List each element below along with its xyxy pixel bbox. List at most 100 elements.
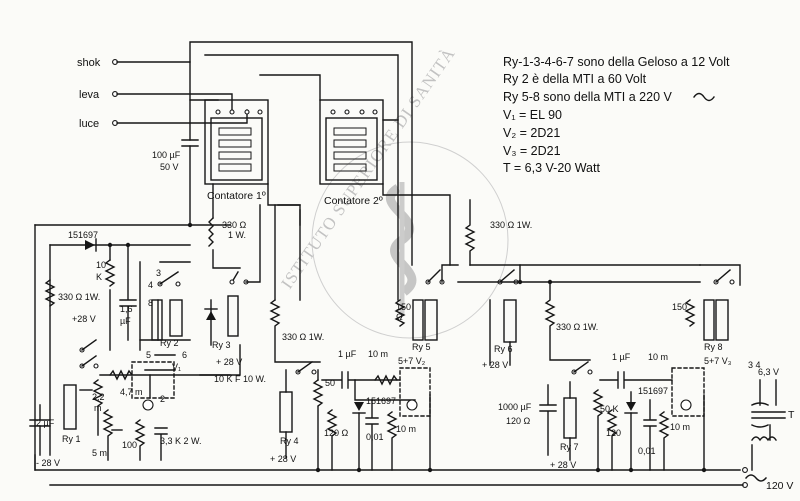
relay-ry6 [489, 269, 519, 366]
label-n8: 8 [148, 298, 153, 308]
label-r47: 4,7 m [120, 387, 143, 397]
label-r10m: 10 m [368, 349, 388, 359]
label-r33k: 3,3 K 2 W. [160, 436, 202, 446]
label-r120b: 120 Ω [506, 416, 531, 426]
counter-1-label: Contatore 1º [207, 190, 266, 202]
label-c1uf: 1 µF [338, 349, 357, 359]
label-c16: 1,6 [120, 304, 133, 314]
label-ry5: Ry 5 [412, 342, 431, 352]
label-ry8: Ry 8 [704, 342, 723, 352]
label-v1: V₁ [172, 362, 181, 372]
input-label-leva: leva [79, 89, 100, 101]
label-v50: 50 V [160, 162, 179, 172]
label-c1ufb: 1 µF [612, 352, 631, 362]
relay-ry2 [151, 271, 183, 341]
note-line-1: Ry-1-3-4-6-7 sono della Geloso a 12 Volt [503, 55, 730, 69]
label-c1000: 1000 µF [498, 402, 532, 412]
label-n28: - 28 V [36, 458, 60, 468]
label-v120: 120 V [766, 480, 793, 492]
label-r28v: +28 V [72, 314, 96, 324]
label-r120c: 120 [606, 428, 621, 438]
label-c001b: 0,01 [638, 446, 656, 456]
label-m: m [94, 403, 102, 413]
label-r10k: 10 [96, 260, 106, 270]
label-c100b: 100 [122, 440, 137, 450]
label-ry2: Ry 2 [160, 338, 179, 348]
ac-symbol [693, 92, 715, 102]
label-c001: 0,01 [366, 432, 384, 442]
input-labels: shok leva luce [77, 57, 101, 130]
relay-ry7 [563, 361, 593, 461]
label-r330-mid: 330 Ω 1W. [282, 332, 324, 342]
counter-1 [204, 99, 269, 185]
label-r50k: 50 [325, 378, 335, 388]
label-n57b: 5+7 V₃ [704, 356, 732, 366]
label-r10md: 10 m [670, 422, 690, 432]
watermark-seal: ISTITUTO SUPERIORE DI SANITÀ [277, 44, 509, 339]
label-r330-top: 330 Ω 1W. [490, 220, 532, 230]
label-r10kf: 10 K F 10 W. [214, 374, 266, 384]
relay-ry1 [63, 339, 99, 430]
label-t63: 6,3 V [758, 367, 779, 377]
label-cap100: 100 µF [152, 150, 181, 160]
label-n5: 5 [146, 350, 151, 360]
label-r120: 120 Ω [324, 428, 349, 438]
transformer-t [751, 379, 786, 471]
notes-block: Ry-1-3-4-6-7 sono della Geloso a 12 Volt… [503, 55, 730, 175]
component-labels: 100 µF 50 V 330 Ω 1 W. 151697 10 K 330 Ω… [36, 150, 795, 492]
label-p28d: + 28 V [550, 460, 576, 470]
label-d151697b: 151697 [366, 396, 396, 406]
label-p28: + 28 V [216, 357, 242, 367]
label-r10mc: 10 m [648, 352, 668, 362]
label-n34: 3 4 [748, 360, 761, 370]
label-r330-right: 330 Ω 1W. [556, 322, 598, 332]
label-r5m: 5 m [92, 448, 107, 458]
label-ohm: Ω [396, 312, 403, 322]
label-ry1: Ry 1 [62, 434, 81, 444]
label-d151697c: 151697 [638, 386, 668, 396]
label-uf: µF [120, 316, 131, 326]
label-ry7: Ry 7 [560, 442, 579, 452]
label-r330-left: 330 Ω 1W. [58, 292, 100, 302]
label-c2uf: 2 µF [36, 418, 55, 428]
relay-ry8 [684, 264, 741, 341]
note-line-3: Ry 5-8 sono della MTI a 220 V [503, 90, 672, 104]
label-ry4: Ry 4 [280, 436, 299, 446]
note-line-2: Ry 2 è della MTI a 60 Volt [503, 72, 647, 86]
label-r10mb: 10 m [396, 424, 416, 434]
label-n2: 2 [160, 394, 165, 404]
label-r50kb: 50 K [600, 404, 619, 414]
note-line-5: V₂ = 2D21 [503, 126, 560, 140]
relay-ry5 [394, 264, 459, 341]
diode-151697 [85, 238, 97, 252]
counter-2-label: Contatore 2º [324, 195, 383, 207]
watermark-text: ISTITUTO SUPERIORE DI SANITÀ [277, 44, 459, 292]
input-lines [112, 41, 413, 301]
input-label-shok: shok [77, 57, 101, 69]
label-transformer: T [788, 409, 795, 421]
label-p28b: + 28 V [270, 454, 296, 464]
label-n6: 6 [182, 350, 187, 360]
label-w1: 1 W. [228, 230, 246, 240]
label-d151697: 151697 [68, 230, 98, 240]
note-line-4: V₁ = EL 90 [503, 108, 562, 122]
note-line-7: T = 6,3 V-20 Watt [503, 161, 600, 175]
label-r330-1: 330 Ω [222, 220, 247, 230]
counter-2 [319, 99, 384, 185]
counter-labels: Contatore 1º Contatore 2º [207, 190, 383, 207]
label-n4: 4 [148, 280, 153, 290]
input-label-luce: luce [79, 118, 99, 130]
label-n3: 3 [156, 268, 161, 278]
relay-ry4 [279, 361, 317, 459]
relay-ry3 [227, 204, 261, 337]
label-n57: 5+7 V₂ [398, 356, 426, 366]
label-p28c: + 28 V [482, 360, 508, 370]
label-r150: 150 [396, 302, 411, 312]
junction-dots [107, 222, 707, 473]
label-ry6: Ry 6 [494, 344, 513, 354]
label-r22: 2,2 [92, 392, 105, 402]
label-r150b: 150 [672, 302, 687, 312]
label-k: K [96, 272, 102, 282]
note-line-6: V₃ = 2D21 [503, 144, 561, 158]
